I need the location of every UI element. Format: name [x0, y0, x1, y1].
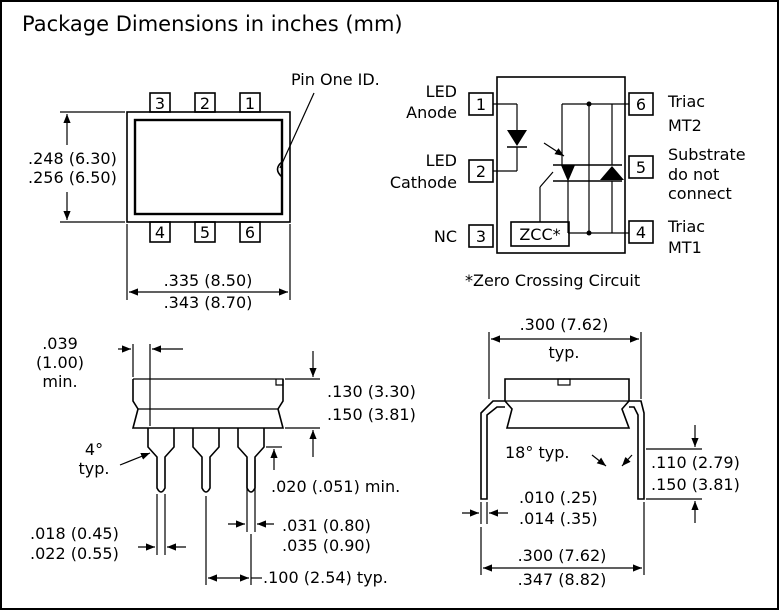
thickness-min: .010 (.25) — [519, 488, 598, 507]
shoulder-min: .031 (0.80) — [282, 516, 371, 535]
height-dim-max: .256 (6.50) — [28, 168, 117, 187]
pin-number: 5 — [636, 158, 646, 177]
end-body — [504, 378, 631, 429]
pin6-label: Triac — [667, 92, 705, 111]
lead — [147, 428, 175, 493]
lead-length-min: .110 (2.79) — [651, 453, 740, 472]
pin-number: 5 — [200, 223, 210, 242]
bottom-pins: 4 5 6 — [149, 221, 261, 243]
height-dim-min: .248 (6.30) — [28, 149, 117, 168]
triac-symbol — [539, 103, 629, 234]
pin-tab — [194, 221, 216, 243]
pin-number: 3 — [155, 94, 165, 113]
body-height-min: .130 (3.30) — [327, 382, 416, 401]
body-height-max: .150 (3.81) — [327, 405, 416, 424]
pin-number: 4 — [155, 223, 165, 242]
width-dim-max: .343 (8.70) — [164, 293, 253, 312]
overall-width-max: .347 (8.82) — [518, 570, 607, 589]
node-dot — [586, 101, 592, 107]
pin-one-leader — [279, 92, 315, 169]
pin-number: 2 — [200, 94, 210, 113]
zcc-box — [510, 221, 570, 247]
led-symbol — [493, 103, 527, 172]
zcc-footnote: *Zero Crossing Circuit — [465, 271, 640, 290]
row-spacing: typ. — [549, 343, 580, 362]
lead-width-min: .018 (0.45) — [30, 524, 119, 543]
end-angle-leader — [591, 454, 607, 467]
pin1-label: LED — [426, 82, 457, 101]
pitch-dim: .100 (2.54) typ. — [263, 568, 388, 587]
page-title: Package Dimensions in inches (mm) — [22, 12, 403, 36]
pin3-label: NC — [434, 227, 457, 246]
pin-number: 1 — [476, 95, 486, 114]
row-spacing: .300 (7.62) — [520, 315, 609, 334]
pin-number: 2 — [476, 162, 486, 181]
pin-tab — [194, 92, 216, 113]
offset-dim: .039 — [42, 334, 78, 353]
pin-number: 1 — [245, 94, 255, 113]
offset-dim: (1.00) — [36, 353, 84, 372]
end-lead-left — [480, 400, 505, 500]
end-view: .300 (7.62) typ. 18° typ. .110 (2.79) .1… — [462, 315, 740, 589]
pin5-label: connect — [668, 184, 732, 203]
shoulder-max: .035 (0.90) — [282, 536, 371, 555]
pin5-label: Substrate — [668, 145, 746, 164]
standoff-dim: .020 (.051) min. — [271, 477, 400, 496]
node-dot — [586, 230, 592, 236]
pin1-label: Anode — [406, 103, 457, 122]
lead — [192, 428, 220, 493]
top-pins: 3 2 1 — [149, 92, 261, 113]
pin2-label: Cathode — [390, 173, 457, 192]
pin5-label: do not — [668, 165, 719, 184]
pin4-label: Triac — [667, 217, 705, 236]
angle-label: 4° — [85, 440, 103, 459]
top-view: 3 2 1 4 5 6 Pin One ID. .248 (6.30) .256… — [28, 70, 380, 312]
pin-one-notch — [276, 161, 283, 178]
pin-tab — [239, 92, 261, 113]
schematic: 1 2 3 6 5 4 LED Anode LED Cathode NC Tri… — [390, 76, 746, 290]
end-angle: 18° typ. — [505, 443, 569, 462]
pin-number: 4 — [636, 223, 646, 242]
overall-width-min: .300 (7.62) — [518, 546, 607, 565]
zcc-label: ZCC* — [519, 225, 560, 244]
lead-length-max: .150 (3.81) — [651, 475, 740, 494]
pin-number: 3 — [476, 227, 486, 246]
package-body-outer — [126, 111, 291, 223]
pin-tab — [149, 92, 171, 113]
side-body — [133, 378, 284, 386]
pin-tab — [149, 221, 171, 243]
thickness-max: .014 (.35) — [519, 509, 598, 528]
pin-one-label: Pin One ID. — [291, 70, 380, 89]
angle-leader — [119, 452, 151, 466]
light-arrow — [543, 142, 565, 157]
pin6-label: MT2 — [668, 116, 702, 135]
pin-tab — [239, 221, 261, 243]
pin-box-5 — [628, 155, 654, 179]
pin-box-4 — [628, 220, 654, 244]
end-notch — [557, 378, 571, 386]
side-body-outline — [131, 379, 285, 429]
schematic-box — [496, 76, 626, 254]
lead-width-max: .022 (0.55) — [30, 544, 119, 563]
package-body-inner — [133, 118, 284, 216]
pin-box-3 — [468, 224, 494, 248]
end-angle-leader — [621, 454, 633, 467]
pin2-label: LED — [426, 151, 457, 170]
width-dim-min: .335 (8.50) — [164, 271, 253, 290]
side-view: .039 (1.00) min. 4° typ. .130 (3.30) .15… — [30, 334, 416, 587]
lead — [237, 428, 265, 493]
offset-dim: min. — [42, 372, 77, 391]
angle-label: typ. — [79, 459, 110, 478]
pin4-label: MT1 — [668, 238, 702, 257]
pin-number: 6 — [636, 95, 646, 114]
end-lead-right — [629, 400, 645, 500]
pin-number: 6 — [245, 223, 255, 242]
